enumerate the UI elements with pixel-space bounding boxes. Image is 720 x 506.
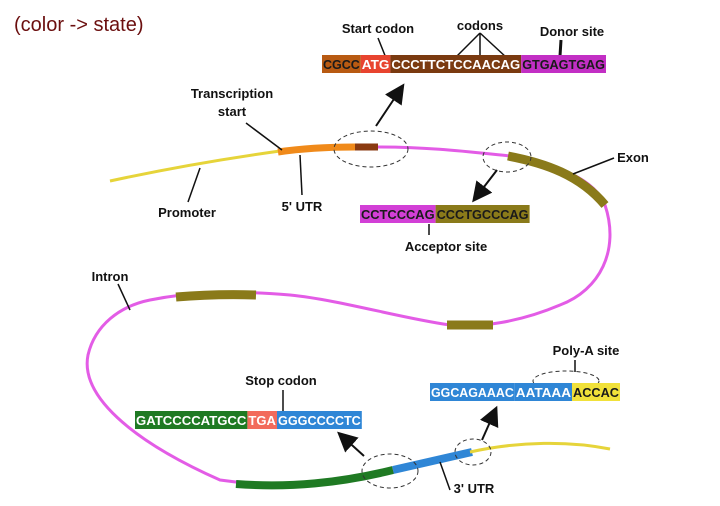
polya-ellipse — [454, 438, 492, 466]
polya-arrow — [479, 405, 499, 441]
polya-segment-text-2: ACCAC — [573, 385, 620, 400]
stop-segment-text-2: GGGCCCCTC — [278, 413, 361, 428]
acceptor-ellipse — [482, 141, 532, 173]
acceptor-segment-text-0: CCTCCCAG — [361, 207, 435, 222]
utr3-strand — [392, 448, 473, 474]
top-segment-bg-3 — [521, 55, 606, 73]
utr5-leader — [299, 154, 303, 196]
stop-arrow — [337, 431, 365, 457]
label-stop-codon: Stop codon — [245, 373, 317, 388]
stop-segment-bg-2 — [277, 411, 362, 429]
utr5-strand — [277, 143, 356, 156]
intron-leader — [117, 283, 131, 311]
polya-segment-text-0: GGCAGAAAC — [431, 385, 514, 400]
top-segment-bg-1 — [360, 55, 391, 73]
label-codons: codons — [457, 18, 503, 33]
polya-segment-text-1: AATAAA — [516, 385, 572, 400]
header-title: (color -> state) — [14, 14, 144, 36]
label-acceptor-site: Acceptor site — [405, 239, 487, 254]
start-arrow — [375, 83, 405, 127]
polya-segment-bg-2 — [572, 383, 620, 401]
intron-strand — [85, 145, 612, 486]
label-poly-a-site: Poly-A site — [553, 343, 620, 358]
top-segment-text-0: CGCC — [323, 57, 360, 72]
stop-segment-bg-0 — [135, 411, 248, 429]
label-promoter: Promoter — [158, 205, 216, 220]
exon-1 — [507, 151, 609, 208]
label-start-codon: Start codon — [342, 21, 414, 36]
top-segment-text-1: ATG — [362, 57, 390, 72]
donor-site-leader — [558, 39, 563, 57]
top-segment-bg-0 — [322, 55, 361, 73]
acceptor-segment-bg-1 — [435, 205, 530, 223]
top-segment-text-2: CCCTTCTCCAACAG — [391, 57, 520, 72]
codons-leader-3 — [479, 32, 508, 59]
polya-segment-bg-1 — [514, 383, 572, 401]
label-intron: Intron — [92, 269, 129, 284]
acceptor-segment-text-1: CCCTGCCCAG — [437, 207, 529, 222]
label-transcription-start-2: start — [218, 104, 247, 119]
polya-segment-bg-0 — [430, 383, 515, 401]
start-codon-leader — [377, 37, 387, 59]
exon-leader — [572, 157, 615, 175]
label-5-utr: 5' UTR — [282, 199, 323, 214]
label-exon: Exon — [617, 150, 649, 165]
top-segment-text-3: GTGAGTGAG — [522, 57, 605, 72]
stop-segment-text-0: GATCCCCATGCC — [136, 413, 247, 428]
acceptor-segment-bg-0 — [360, 205, 436, 223]
stop-ellipse — [361, 453, 419, 489]
top-segment-bg-2 — [390, 55, 522, 73]
promoter-leader — [187, 167, 201, 203]
acceptor-arrow — [472, 169, 498, 203]
promoter-strand — [109, 149, 281, 183]
label-donor-site: Donor site — [540, 24, 604, 39]
downstream-strand — [469, 441, 611, 454]
start-ellipse — [333, 130, 409, 168]
label-transcription-start-1: Transcription — [191, 86, 273, 101]
exon-2 — [175, 290, 257, 302]
utr3-leader — [439, 461, 451, 491]
transcription-start-leader — [245, 122, 283, 151]
label-3-utr: 3' UTR — [454, 481, 495, 496]
codons-leader-1 — [454, 32, 481, 59]
stop-segment-bg-1 — [247, 411, 277, 429]
cds-end-strand — [235, 466, 394, 490]
stop-segment-text-1: TGA — [248, 413, 276, 428]
